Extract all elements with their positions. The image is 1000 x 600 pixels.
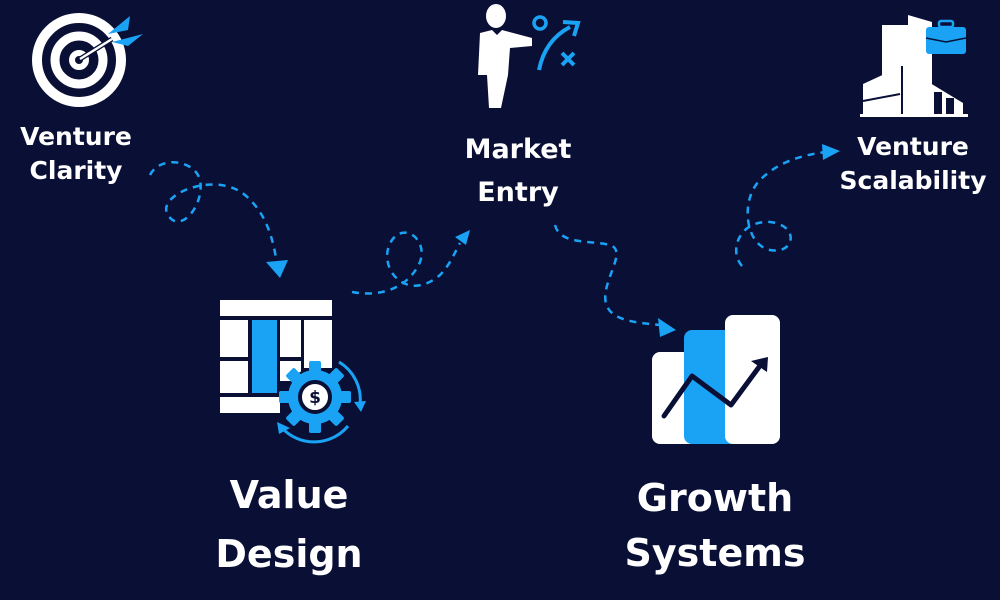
arrowhead-icon — [658, 318, 676, 337]
connector-growth-to-scalability — [734, 150, 826, 267]
arrowhead-icon — [455, 230, 470, 245]
label-line: Scalability — [839, 165, 987, 195]
step-label-market-entry: Market Entry — [465, 128, 572, 214]
arrowhead-icon — [266, 260, 288, 278]
step-label-value-design: Value Design — [215, 466, 362, 584]
svg-text:$: $ — [309, 388, 321, 408]
presenter-strategy-icon — [478, 4, 581, 108]
connector-entry-to-growth — [553, 224, 661, 327]
label-line: Value — [229, 473, 349, 517]
label-line: Growth — [636, 476, 794, 520]
label-line: Clarity — [29, 155, 123, 185]
step-label-venture-scalability: Venture Scalability — [840, 130, 987, 198]
dashed-connectors — [148, 150, 826, 327]
label-line: Design — [215, 531, 363, 576]
step-label-growth-systems: Growth Systems — [625, 471, 806, 581]
label-line: Venture — [20, 122, 132, 151]
target-arrow-icon — [32, 13, 143, 107]
label-line: Entry — [477, 177, 559, 209]
table-gear-dollar-icon: $ — [220, 300, 366, 444]
building-briefcase-icon — [860, 15, 968, 117]
step-label-venture-clarity: Venture Clarity — [20, 120, 132, 188]
label-line: Venture — [857, 132, 969, 161]
connector-design-to-entry — [351, 231, 462, 295]
arrowhead-icon — [822, 144, 840, 160]
label-line: Systems — [624, 531, 806, 576]
arrowheads — [266, 144, 840, 337]
connector-clarity-to-design — [148, 161, 278, 259]
label-line: Market — [464, 134, 572, 165]
growth-chart-icon — [652, 315, 780, 444]
